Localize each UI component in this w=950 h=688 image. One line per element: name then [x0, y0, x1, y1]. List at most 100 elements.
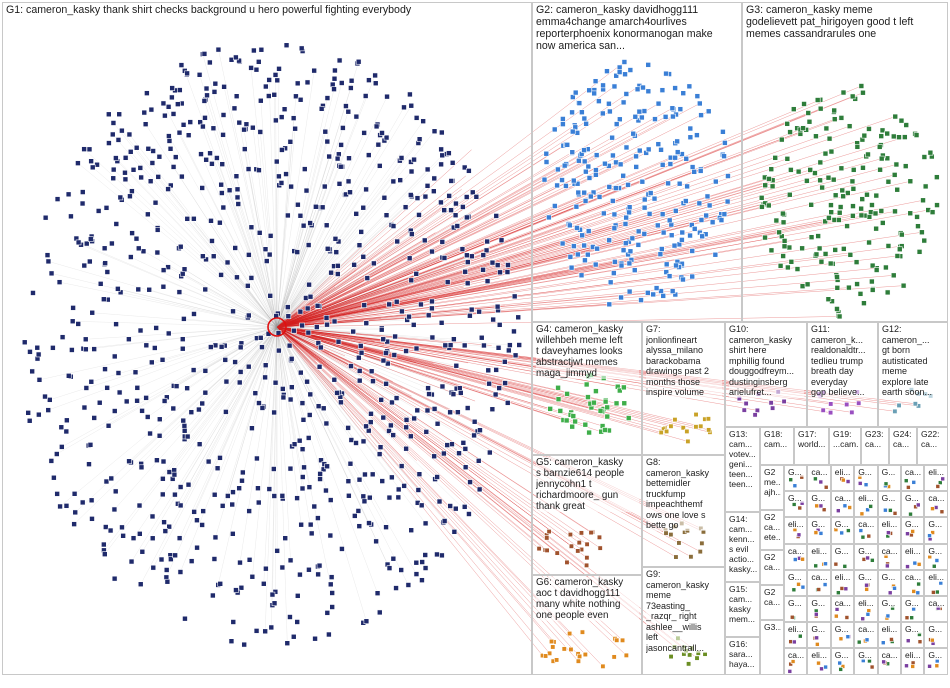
g1-node[interactable] [167, 145, 174, 152]
g1-node[interactable] [431, 453, 437, 460]
g1-node[interactable] [376, 609, 383, 616]
g1-node[interactable] [245, 363, 252, 370]
tiny-group-box[interactable]: G... [830, 517, 855, 544]
g1-node[interactable] [255, 485, 261, 492]
g1-node[interactable] [190, 367, 197, 373]
g1-node[interactable] [376, 451, 383, 457]
g1-node[interactable] [82, 336, 89, 343]
g1-node[interactable] [68, 213, 74, 220]
group-box-g20[interactable]: G2 me... ajh... [760, 465, 784, 510]
g1-node[interactable] [336, 57, 343, 64]
g1-node[interactable] [511, 328, 517, 335]
g1-node[interactable] [161, 398, 168, 404]
g1-node[interactable] [260, 580, 267, 587]
g1-node[interactable] [408, 433, 414, 440]
g1-node[interactable] [56, 279, 63, 285]
g1-node[interactable] [299, 446, 306, 452]
g1-node[interactable] [318, 106, 325, 112]
group-box-g6[interactable]: G6: cameron_kasky aoc t davidhogg111 man… [532, 575, 642, 675]
g1-node[interactable] [512, 352, 519, 359]
g1-node[interactable] [416, 212, 422, 218]
g1-node[interactable] [160, 267, 167, 273]
g1-node[interactable] [122, 169, 128, 176]
g1-node[interactable] [271, 91, 278, 98]
g1-node[interactable] [464, 252, 470, 259]
g1-node[interactable] [323, 420, 330, 427]
tiny-group-box[interactable]: G... [807, 491, 831, 518]
g1-node[interactable] [255, 59, 262, 65]
group-box-g21[interactable]: G2 ca... ete... [760, 510, 784, 550]
g1-node[interactable] [217, 219, 223, 226]
g1-node[interactable] [203, 156, 209, 163]
g1-node[interactable] [26, 417, 33, 424]
g1-node[interactable] [453, 362, 460, 369]
g1-node[interactable] [191, 215, 197, 222]
g1-node[interactable] [211, 491, 218, 498]
g1-node[interactable] [352, 513, 358, 519]
g1-node[interactable] [46, 397, 53, 403]
g1-node[interactable] [373, 538, 379, 545]
g1-node[interactable] [287, 465, 294, 472]
g1-node[interactable] [324, 463, 330, 470]
group-box-g4[interactable]: G4: cameron_kasky willehbeh meme left t … [532, 322, 642, 455]
g1-node[interactable] [328, 574, 335, 580]
g1-node[interactable] [160, 475, 166, 482]
g1-node[interactable] [402, 204, 409, 210]
tiny-group-box[interactable]: G... [854, 648, 878, 675]
tiny-group-box[interactable]: G... [854, 569, 878, 596]
g1-node[interactable] [457, 390, 464, 396]
g1-node[interactable] [306, 412, 313, 418]
g1-node[interactable] [398, 567, 405, 573]
g1-node[interactable] [177, 569, 184, 575]
group-box-g16[interactable]: G16: sara... haya... [725, 637, 760, 675]
g1-node[interactable] [383, 524, 389, 530]
g1-node[interactable] [81, 404, 88, 411]
g1-node[interactable] [461, 504, 468, 510]
g1-node[interactable] [307, 293, 314, 300]
tiny-group-box[interactable]: ca... [901, 569, 925, 596]
g1-node[interactable] [253, 628, 260, 634]
g1-node[interactable] [278, 180, 285, 186]
g1-node[interactable] [379, 130, 385, 136]
g1-node[interactable] [504, 269, 511, 275]
g1-node[interactable] [262, 374, 268, 381]
g1-node[interactable] [117, 194, 124, 201]
g1-node[interactable] [480, 252, 487, 258]
g1-node[interactable] [461, 164, 468, 171]
group-box-g19[interactable]: G19: ...cam... [829, 427, 861, 465]
g1-node[interactable] [137, 165, 144, 171]
g1-node[interactable] [218, 181, 224, 188]
g1-node[interactable] [89, 309, 96, 316]
g1-node[interactable] [236, 119, 243, 126]
g1-node[interactable] [143, 395, 149, 401]
g1-node[interactable] [353, 113, 360, 120]
g1-node[interactable] [304, 378, 310, 385]
g1-node[interactable] [339, 546, 345, 552]
g1-node[interactable] [489, 406, 496, 413]
g1-node[interactable] [130, 166, 137, 173]
g1-node[interactable] [21, 339, 28, 346]
g1-node[interactable] [493, 367, 499, 373]
g1-node[interactable] [366, 77, 372, 83]
g1-node[interactable] [466, 511, 472, 517]
g1-node[interactable] [371, 260, 377, 267]
g1-node[interactable] [251, 47, 257, 54]
g1-node[interactable] [366, 520, 372, 526]
g1-node[interactable] [128, 254, 134, 260]
g1-node[interactable] [335, 263, 341, 269]
g1-node[interactable] [200, 508, 206, 514]
g1-node[interactable] [104, 269, 111, 275]
g1-node[interactable] [271, 409, 277, 416]
g1-node[interactable] [112, 488, 119, 495]
g1-node[interactable] [444, 279, 451, 285]
g1-node[interactable] [95, 208, 102, 214]
g1-node[interactable] [291, 327, 297, 334]
g1-node[interactable] [139, 408, 145, 414]
tiny-group-box[interactable]: G... [830, 622, 855, 649]
g1-node[interactable] [383, 380, 389, 387]
g1-node[interactable] [172, 552, 178, 559]
g1-node[interactable] [162, 528, 169, 534]
g1-node[interactable] [328, 269, 334, 276]
g1-node[interactable] [181, 427, 188, 434]
tiny-group-box[interactable]: eli... [784, 517, 808, 544]
